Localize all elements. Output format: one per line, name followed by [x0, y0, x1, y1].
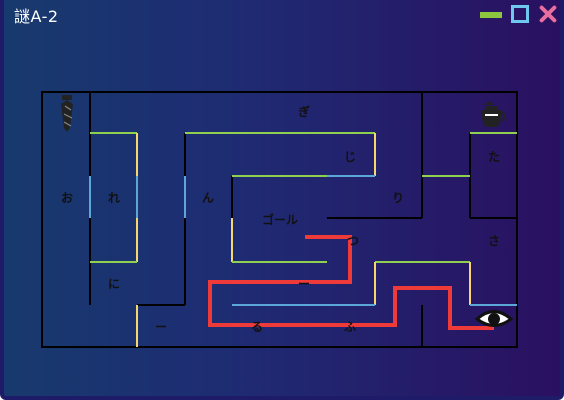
solution-path	[208, 235, 494, 330]
necktie-icon	[61, 95, 73, 132]
minimize-icon[interactable]	[478, 4, 504, 24]
teapot-icon	[481, 102, 506, 127]
maze-char-ni: に	[108, 277, 120, 291]
title-bar[interactable]: 謎A-2	[4, 0, 560, 28]
maze-char-re: れ	[108, 191, 120, 205]
maze-doors	[89, 132, 517, 347]
window-title: 謎A-2	[14, 7, 59, 26]
maze-char-gi: ぎ	[298, 104, 310, 119]
maze-char-sa: さ	[488, 234, 500, 248]
maze-char-dash-left: ー	[155, 320, 167, 334]
maze-char-fu: ふ	[344, 320, 356, 334]
maze-char-ru: る	[251, 320, 263, 334]
maze-char-n: ん	[202, 191, 214, 205]
maze-char-tsu: つ	[347, 234, 359, 248]
maze-char-dash-mid: ー	[298, 277, 310, 291]
goal-label: ゴール	[262, 212, 298, 227]
maze-char-ji: じ	[344, 150, 356, 164]
maze-char-ri: り	[392, 191, 404, 205]
maze-char-o: お	[61, 191, 73, 205]
maze-walls	[89, 92, 517, 347]
maze-outer-wall	[41, 91, 518, 348]
maze-char-ta: た	[488, 150, 500, 164]
eye-icon	[474, 310, 514, 327]
maximize-icon[interactable]	[509, 4, 531, 24]
